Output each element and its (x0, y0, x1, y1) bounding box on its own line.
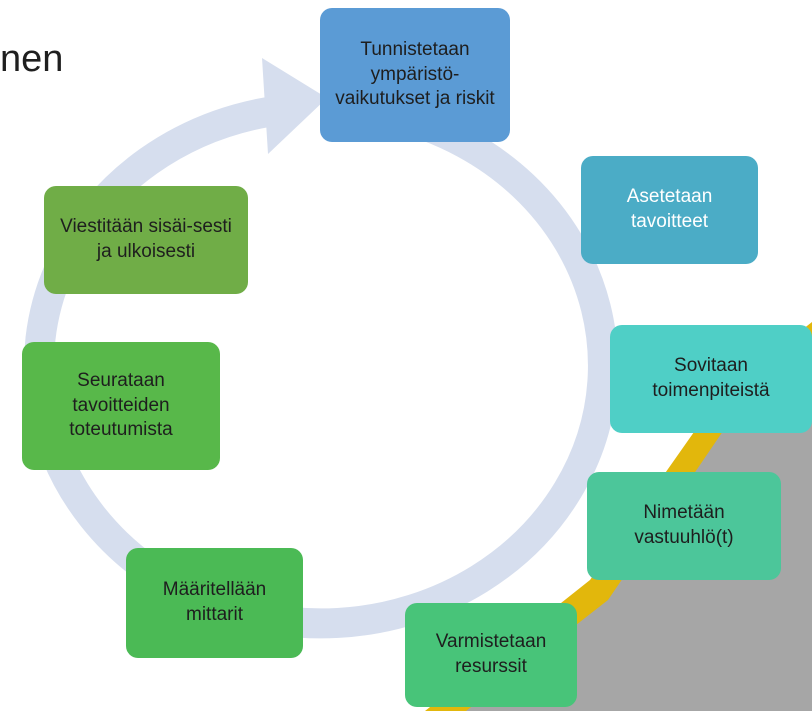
step-assign-responsibles: Nimetään vastuuhlö(t) (587, 472, 781, 580)
step-define-metrics: Määritellään mittarit (126, 548, 303, 658)
step-label: Määritellään mittarit (162, 579, 267, 625)
step-label: Nimetään vastuuhlö(t) (634, 502, 734, 548)
step-label: Sovitaan toimenpiteistä (652, 355, 770, 401)
step-communicate: Viestitään sisäi-sesti ja ulkoisesti (44, 186, 248, 294)
step-label: Varmistetaan resurssit (435, 631, 547, 677)
step-set-goals: Asetetaan tavoitteet (581, 156, 758, 264)
step-label: Tunnistetaan ympäristö-vaikutukset ja ri… (335, 38, 495, 110)
step-identify-impacts: Tunnistetaan ympäristö-vaikutukset ja ri… (320, 8, 510, 142)
step-agree-actions: Sovitaan toimenpiteistä (610, 325, 812, 433)
step-monitor-goals: Seurataan tavoitteiden toteutumista (22, 342, 220, 470)
step-label: Viestitään sisäi-sesti ja ulkoisesti (60, 216, 232, 262)
cycle-arrowhead (262, 58, 327, 154)
step-label: Asetetaan tavoitteet (626, 186, 713, 232)
slide-title-fragment: nen (0, 38, 64, 80)
step-ensure-resources: Varmistetaan resurssit (405, 603, 577, 707)
step-label: Seurataan tavoitteiden toteutumista (69, 369, 173, 441)
